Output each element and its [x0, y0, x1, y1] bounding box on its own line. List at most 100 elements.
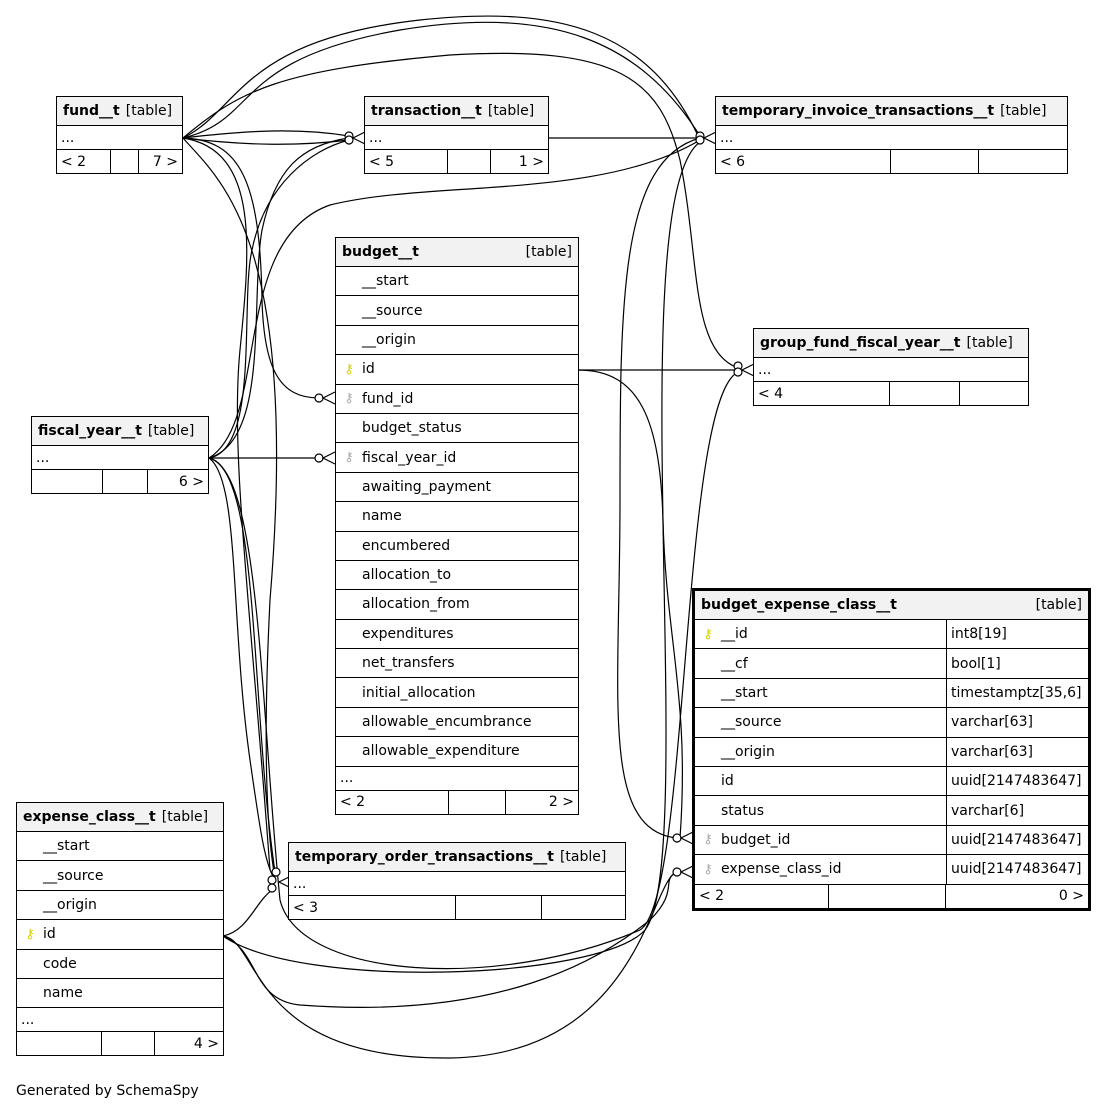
rows-count: [449, 790, 506, 814]
table-expense-class[interactable]: expense_class__t [table] __start__source…: [16, 802, 224, 1057]
edge-fund-transaction: [182, 130, 350, 139]
more-columns: ...: [716, 126, 1067, 150]
table-temporary-invoice-transactions[interactable]: temporary_invoice_transactions__t [table…: [715, 96, 1068, 174]
column-row[interactable]: __start: [336, 267, 578, 297]
column-type: int8[19]: [946, 620, 1088, 649]
column-row[interactable]: __source: [17, 861, 223, 891]
column-name: __origin: [43, 896, 97, 913]
column-row[interactable]: encumbered: [336, 532, 578, 561]
column-row[interactable]: allowable_encumbrance: [336, 708, 578, 738]
edge-marker: [344, 135, 354, 145]
edge-fund-budget: [182, 137, 320, 399]
column-name: awaiting_payment: [362, 478, 492, 495]
column-name: budget_status: [362, 420, 462, 437]
column-row[interactable]: __origin: [336, 326, 578, 356]
primary-key-icon: ⚷: [344, 361, 354, 377]
column-row[interactable]: allowable_expenditure: [336, 737, 578, 767]
children-count[interactable]: [542, 896, 625, 919]
children-count[interactable]: 0 >: [1058, 888, 1084, 905]
column-row[interactable]: ⚷fund_id: [336, 385, 578, 414]
children-count[interactable]: 4 >: [193, 1035, 219, 1052]
edge-fiscal-transaction: [208, 137, 350, 459]
table-temporary-order-transactions[interactable]: temporary_order_transactions__t [table] …: [288, 842, 626, 920]
column-name: allocation_from: [362, 596, 470, 613]
parents-count[interactable]: < 4: [754, 382, 890, 405]
edge-fund-temp-invoice-2: [182, 15, 701, 141]
column-name: id: [43, 926, 56, 943]
column-name: allowable_expenditure: [362, 743, 520, 760]
column-row[interactable]: __source varchar[63]: [695, 708, 1088, 738]
column-row[interactable]: awaiting_payment: [336, 473, 578, 503]
column-name: __origin: [721, 743, 775, 760]
column-type: timestamptz[35,6]: [946, 678, 1088, 708]
column-row[interactable]: code: [17, 950, 223, 979]
parents-count[interactable]: [32, 470, 103, 493]
parents-count[interactable]: < 3: [289, 896, 456, 919]
table-header: budget_expense_class__t [table]: [695, 591, 1088, 620]
table-group-fund-fiscal-year[interactable]: group_fund_fiscal_year__t [table] ... < …: [753, 328, 1029, 406]
table-header: temporary_order_transactions__t [table]: [289, 843, 625, 872]
edge-marker: [271, 867, 281, 877]
column-row[interactable]: __origin: [17, 891, 223, 921]
column-row[interactable]: net_transfers: [336, 649, 578, 679]
column-row[interactable]: ⚷id: [17, 920, 223, 950]
column-name: __source: [721, 714, 782, 731]
parents-count[interactable]: < 2: [695, 884, 829, 908]
table-name: fund__t: [63, 103, 120, 119]
more-columns: ...: [57, 126, 182, 150]
column-type: uuid[2147483647]: [946, 825, 1088, 855]
column-row[interactable]: name: [17, 979, 223, 1009]
parents-count[interactable]: < 6: [716, 150, 891, 173]
column-row[interactable]: allocation_from: [336, 590, 578, 620]
children-count[interactable]: 1 >: [518, 153, 544, 170]
column-row[interactable]: __start: [17, 832, 223, 862]
table-budget[interactable]: budget__t [table] __start__source__origi…: [335, 237, 579, 815]
table-footer: < 2 7 >: [57, 150, 182, 173]
column-name: name: [362, 508, 402, 525]
table-transaction[interactable]: transaction__t [table] ... < 5 1 >: [364, 96, 549, 174]
more-columns: ...: [289, 872, 625, 896]
table-fund[interactable]: fund__t [table] ... < 2 7 >: [56, 96, 183, 174]
column-row[interactable]: ⚷fiscal_year_id: [336, 443, 578, 473]
parents-count[interactable]: [17, 1032, 102, 1056]
table-footer: < 6: [716, 150, 1067, 173]
column-row[interactable]: expenditures: [336, 620, 578, 650]
crows-foot: [740, 363, 755, 377]
parents-count[interactable]: < 2: [336, 790, 449, 814]
column-type: uuid[2147483647]: [946, 766, 1088, 796]
table-name: fiscal_year__t: [38, 423, 142, 439]
children-count[interactable]: 6 >: [178, 473, 204, 490]
parents-count[interactable]: < 2: [57, 150, 111, 173]
children-count[interactable]: 2 >: [548, 794, 574, 811]
table-fiscal-year[interactable]: fiscal_year__t [table] ... 6 >: [31, 416, 209, 494]
column-row[interactable]: ⚷ id: [336, 355, 578, 385]
children-count[interactable]: 7 >: [152, 153, 178, 170]
column-row[interactable]: initial_allocation: [336, 678, 578, 708]
column-row[interactable]: budget_status: [336, 414, 578, 444]
column-row[interactable]: allocation_to: [336, 561, 578, 591]
column-name: __start: [43, 838, 90, 855]
table-header: transaction__t [table]: [365, 97, 548, 126]
column-row[interactable]: __source: [336, 296, 578, 326]
rows-count: [103, 470, 148, 493]
column-type: varchar[63]: [946, 708, 1088, 737]
children-count[interactable]: [979, 150, 1067, 173]
column-row[interactable]: name: [336, 502, 578, 532]
column-name: id: [362, 361, 375, 378]
edge-fund-down: [182, 137, 271, 871]
foreign-key-icon: ⚷: [703, 861, 713, 877]
edge-fiscal-gffy: [208, 371, 739, 970]
children-count[interactable]: [960, 382, 1028, 405]
parents-count[interactable]: < 5: [365, 150, 448, 173]
crows-foot: [277, 875, 292, 889]
table-name: group_fund_fiscal_year__t: [760, 335, 961, 351]
